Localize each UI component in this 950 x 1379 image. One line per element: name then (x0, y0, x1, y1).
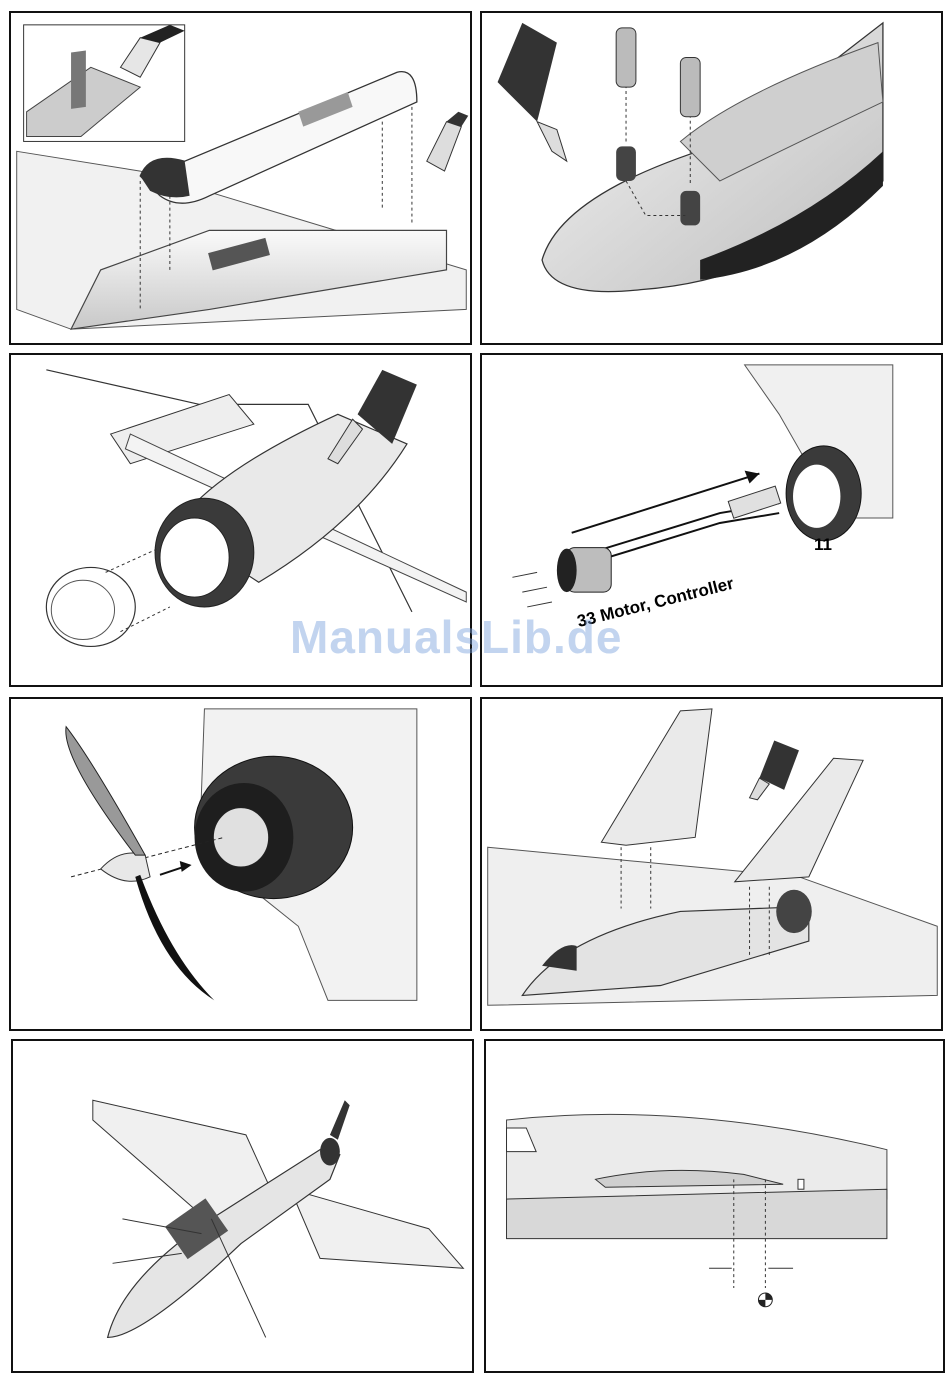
nose-hooks-illustration (482, 13, 941, 343)
completed-model-illustration (13, 1041, 472, 1371)
panel-canopy-hatch (9, 11, 472, 345)
panel-nose-hooks (480, 11, 943, 345)
watermark: ManualsLib.de (290, 610, 622, 664)
part-number-11: 11 (814, 535, 832, 555)
fins-illustration (482, 699, 941, 1029)
panel-fins (480, 697, 943, 1031)
cg-marker-icon (758, 1293, 772, 1307)
panel-propeller (9, 697, 472, 1031)
panel-completed-model (11, 1039, 474, 1373)
glue-bottle-icon (498, 23, 567, 161)
panel-center-of-gravity (484, 1039, 945, 1373)
glue-bottle-icon (427, 112, 468, 171)
glue-bottle-icon (750, 740, 799, 799)
propeller-illustration (11, 699, 470, 1029)
canopy-hatch-illustration (11, 13, 470, 343)
arrow-icon (160, 861, 192, 875)
center-of-gravity-illustration (486, 1041, 943, 1371)
